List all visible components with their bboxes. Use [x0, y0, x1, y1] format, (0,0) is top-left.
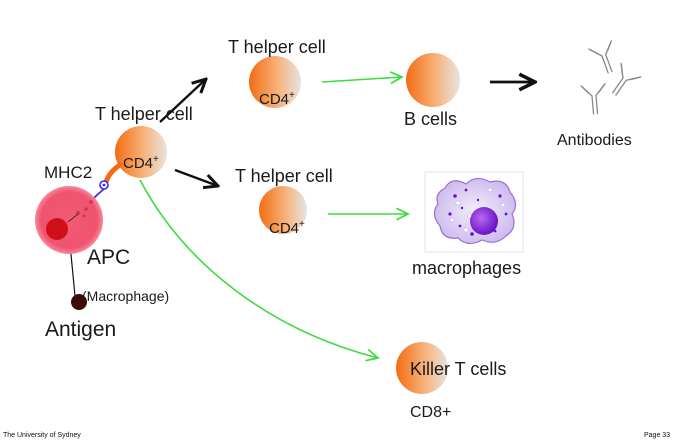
b-cell: [406, 53, 460, 107]
antibodies-icon: [580, 40, 642, 115]
apc-internal-arrow: [67, 213, 79, 223]
macrophage-nucleus: [470, 207, 498, 235]
arrow-th-top-to-bcells: [321, 77, 402, 82]
antigen-dot: [71, 294, 87, 310]
th-center-label: T helper cell: [95, 104, 193, 124]
mhc2-label: MHC2: [44, 163, 92, 182]
th-cell-top: [249, 56, 301, 108]
th-mid-cd4: CD4+: [269, 219, 305, 237]
mhc2-receptor-icon: [91, 180, 109, 201]
antigen-label: Antigen: [45, 318, 116, 341]
macrophage-illustration: [424, 171, 524, 253]
macrophages-label: macrophages: [412, 258, 521, 278]
b-cells-label: B cells: [404, 109, 457, 129]
th-cell-center: [115, 126, 167, 178]
th-center-cd4-sup: +: [153, 154, 159, 165]
th-center-cd4: CD4+: [123, 154, 159, 172]
apc-nucleus: [46, 218, 68, 240]
killer-t-cell: [396, 342, 448, 394]
cd8-label: CD8+: [410, 404, 451, 421]
th-cell-mid: [259, 186, 307, 234]
apc-cell: [35, 186, 103, 254]
killer-t-cells-label: Killer T cells: [410, 359, 506, 379]
th-top-cd4-sup: +: [289, 90, 295, 101]
arrow-th-to-th-mid: [174, 168, 218, 186]
apc-sub-label: (Macrophage): [82, 288, 169, 304]
apc-antigen-fragments: [76, 200, 93, 218]
arrow-th-to-killer: [139, 179, 378, 358]
apc-label: APC: [87, 246, 130, 269]
arrow-th-to-th-top: [159, 79, 206, 123]
th-top-label: T helper cell: [228, 37, 326, 57]
footer-page-number: Page 33: [644, 432, 670, 439]
th-top-cd4: CD4+: [259, 90, 295, 108]
th-mid-cd4-sup: +: [299, 219, 305, 230]
footer-university: The University of Sydney: [3, 432, 81, 439]
th-center-receptor: [103, 162, 123, 185]
antibodies-label: Antibodies: [557, 132, 632, 149]
th-mid-label: T helper cell: [235, 166, 333, 186]
